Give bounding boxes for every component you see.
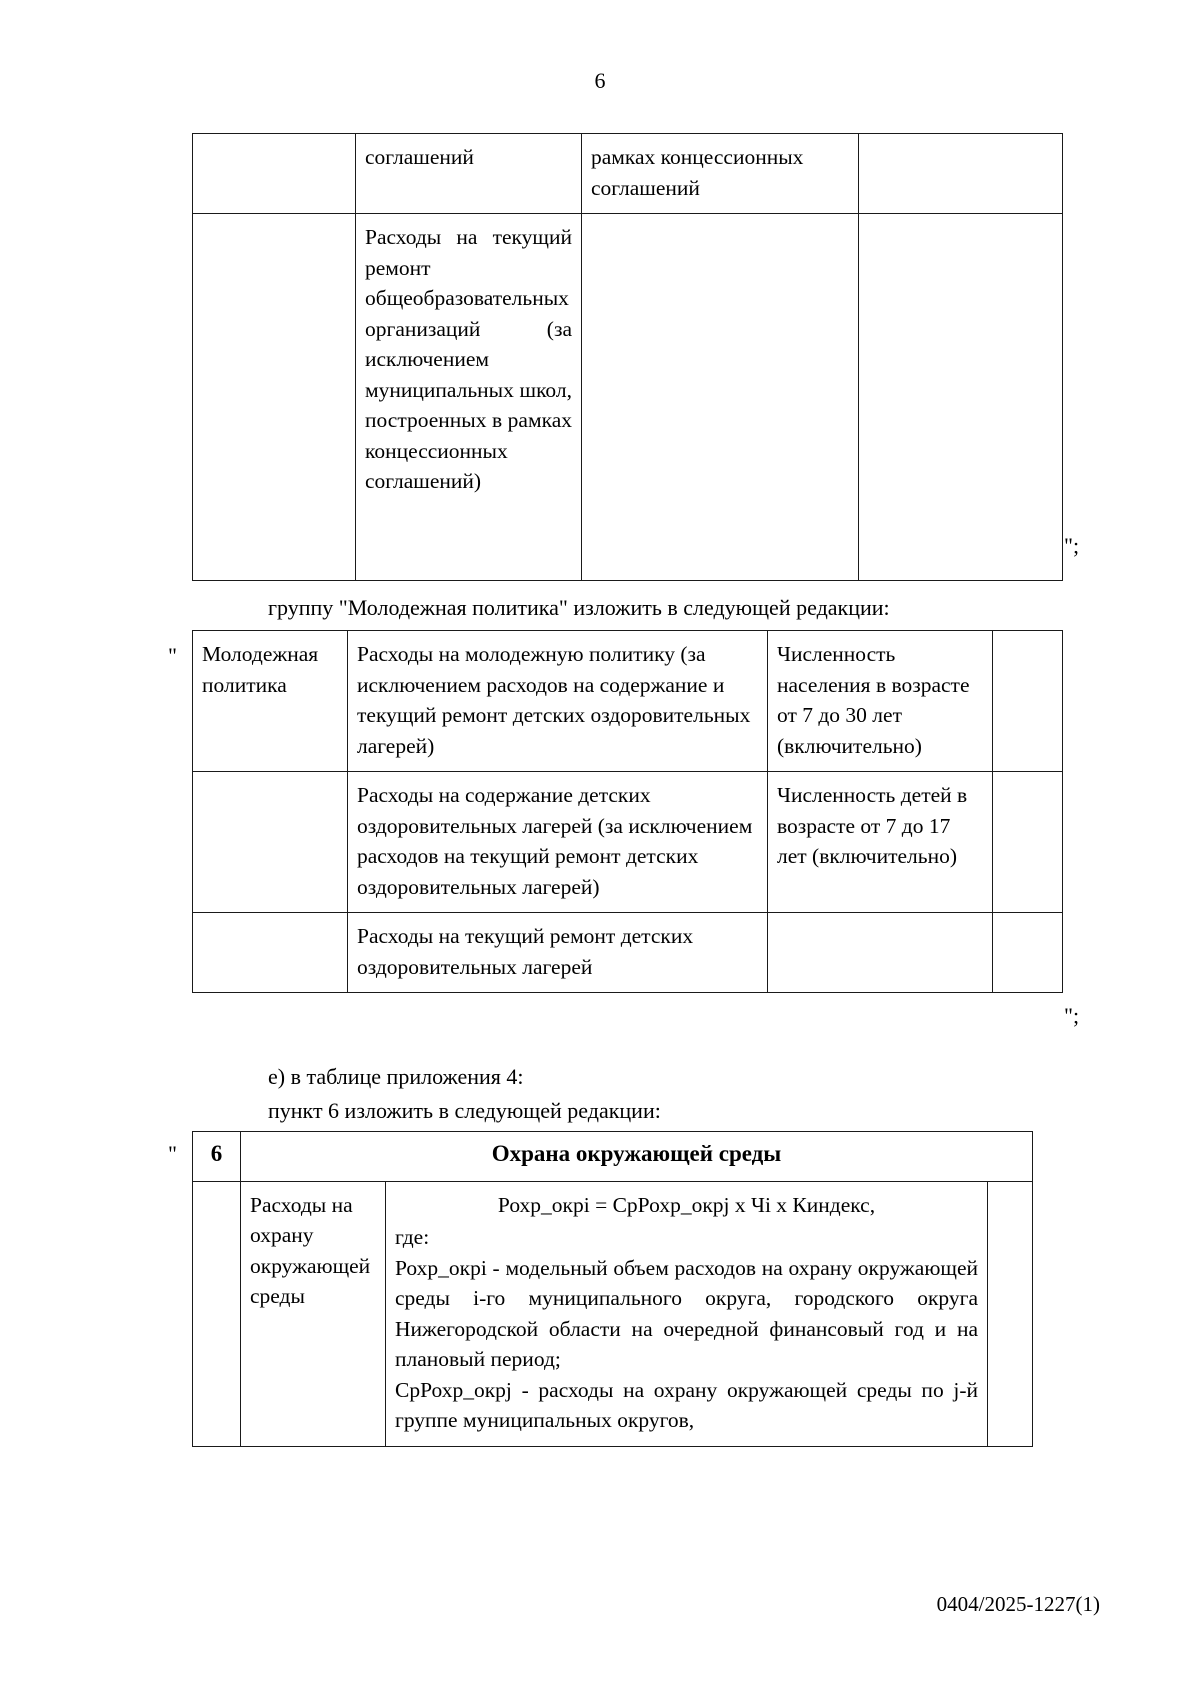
table-environment-protection: 6 Охрана окружающей среды Расходы на охр…	[192, 1131, 1033, 1447]
paragraph-item-e: е) в таблице приложения 4:	[268, 1064, 524, 1089]
cell-col1	[192, 213, 356, 582]
table-row: соглашений рамках концессионных соглашен…	[192, 132, 1063, 215]
cell-col2: соглашений	[355, 132, 582, 215]
cell-col1	[192, 132, 356, 215]
table-row: Молодежная политика Расходы на молодежну…	[192, 629, 1063, 773]
cell-col4	[858, 132, 1063, 215]
table-continuation-education: соглашений рамках концессионных соглашен…	[192, 132, 1063, 582]
cell-col1	[192, 912, 348, 994]
table-row: Расходы на текущий ремонт детских оздоро…	[192, 912, 1063, 994]
paragraph-item-point6: пункт 6 изложить в следующей редакции:	[268, 1098, 661, 1123]
table-row: Расходы на содержание детских оздоровите…	[192, 771, 1063, 914]
where-label: где:	[395, 1225, 430, 1250]
cell-col4	[992, 629, 1063, 773]
paragraph-group-youth: группу "Молодежная политика" изложить в …	[268, 595, 890, 620]
cell-col3: рамках концессионных соглашений	[581, 132, 859, 215]
doc-table-2: Молодежная политика Расходы на молодежну…	[192, 629, 1063, 994]
cell-col3: Численность населения в возрасте от 7 до…	[767, 629, 993, 773]
cell-spacer	[192, 1180, 241, 1447]
opening-quote-table-3: "	[168, 1141, 177, 1166]
doc-table-1: соглашений рамках концессионных соглашен…	[192, 132, 1063, 582]
cell-col2: Расходы на текущий ремонт детских оздоро…	[347, 912, 768, 994]
formula-text: Рохр_окрi = СрРохр_окрj х Чi х Киндекс,	[497, 1192, 876, 1217]
cell-col3	[767, 912, 993, 994]
table-row: Расходы на охрану окружающей среды Рохр_…	[192, 1180, 1033, 1447]
footer-document-code: 0404/2025-1227(1)	[936, 1592, 1100, 1616]
page-number: 6	[594, 68, 606, 93]
cell-col1: Молодежная политика	[192, 629, 348, 773]
closing-quote-table-1: ";	[1064, 533, 1080, 558]
cell-col4	[858, 213, 1063, 582]
doc-table-3: 6 Охрана окружающей среды Расходы на охр…	[192, 1131, 1033, 1447]
cell-expense-label: Расходы на охрану окружающей среды	[240, 1180, 386, 1447]
cell-col2: Расходы на текущий ремонт общеобразовате…	[355, 213, 582, 582]
cell-col4	[992, 771, 1063, 914]
table-youth-policy: Молодежная политика Расходы на молодежну…	[192, 629, 1063, 994]
table-row: Расходы на текущий ремонт общеобразовате…	[192, 213, 1063, 582]
closing-quote-table-2: ";	[1064, 1003, 1080, 1028]
cell-col3: Численность детей в возрасте от 7 до 17 …	[767, 771, 993, 914]
cell-formula-block: Рохр_окрi = СрРохр_окрj х Чi х Киндекс, …	[385, 1180, 988, 1447]
cell-col2: Расходы на молодежную политику (за исклю…	[347, 629, 768, 773]
definition-2: СрРохр_окрj - расходы на охрану окружающ…	[395, 1377, 978, 1433]
table-header-row: 6 Охрана окружающей среды	[192, 1131, 1033, 1182]
cell-col4	[992, 912, 1063, 994]
cell-col3	[581, 213, 859, 582]
opening-quote-table-2: "	[168, 643, 177, 668]
section-title: Охрана окружающей среды	[240, 1131, 1033, 1182]
definition-1: Рохр_окрi - модельный объем расходов на …	[395, 1255, 978, 1372]
cell-col1	[192, 771, 348, 914]
cell-col4	[987, 1180, 1033, 1447]
cell-col2: Расходы на содержание детских оздоровите…	[347, 771, 768, 914]
section-number: 6	[192, 1131, 241, 1182]
